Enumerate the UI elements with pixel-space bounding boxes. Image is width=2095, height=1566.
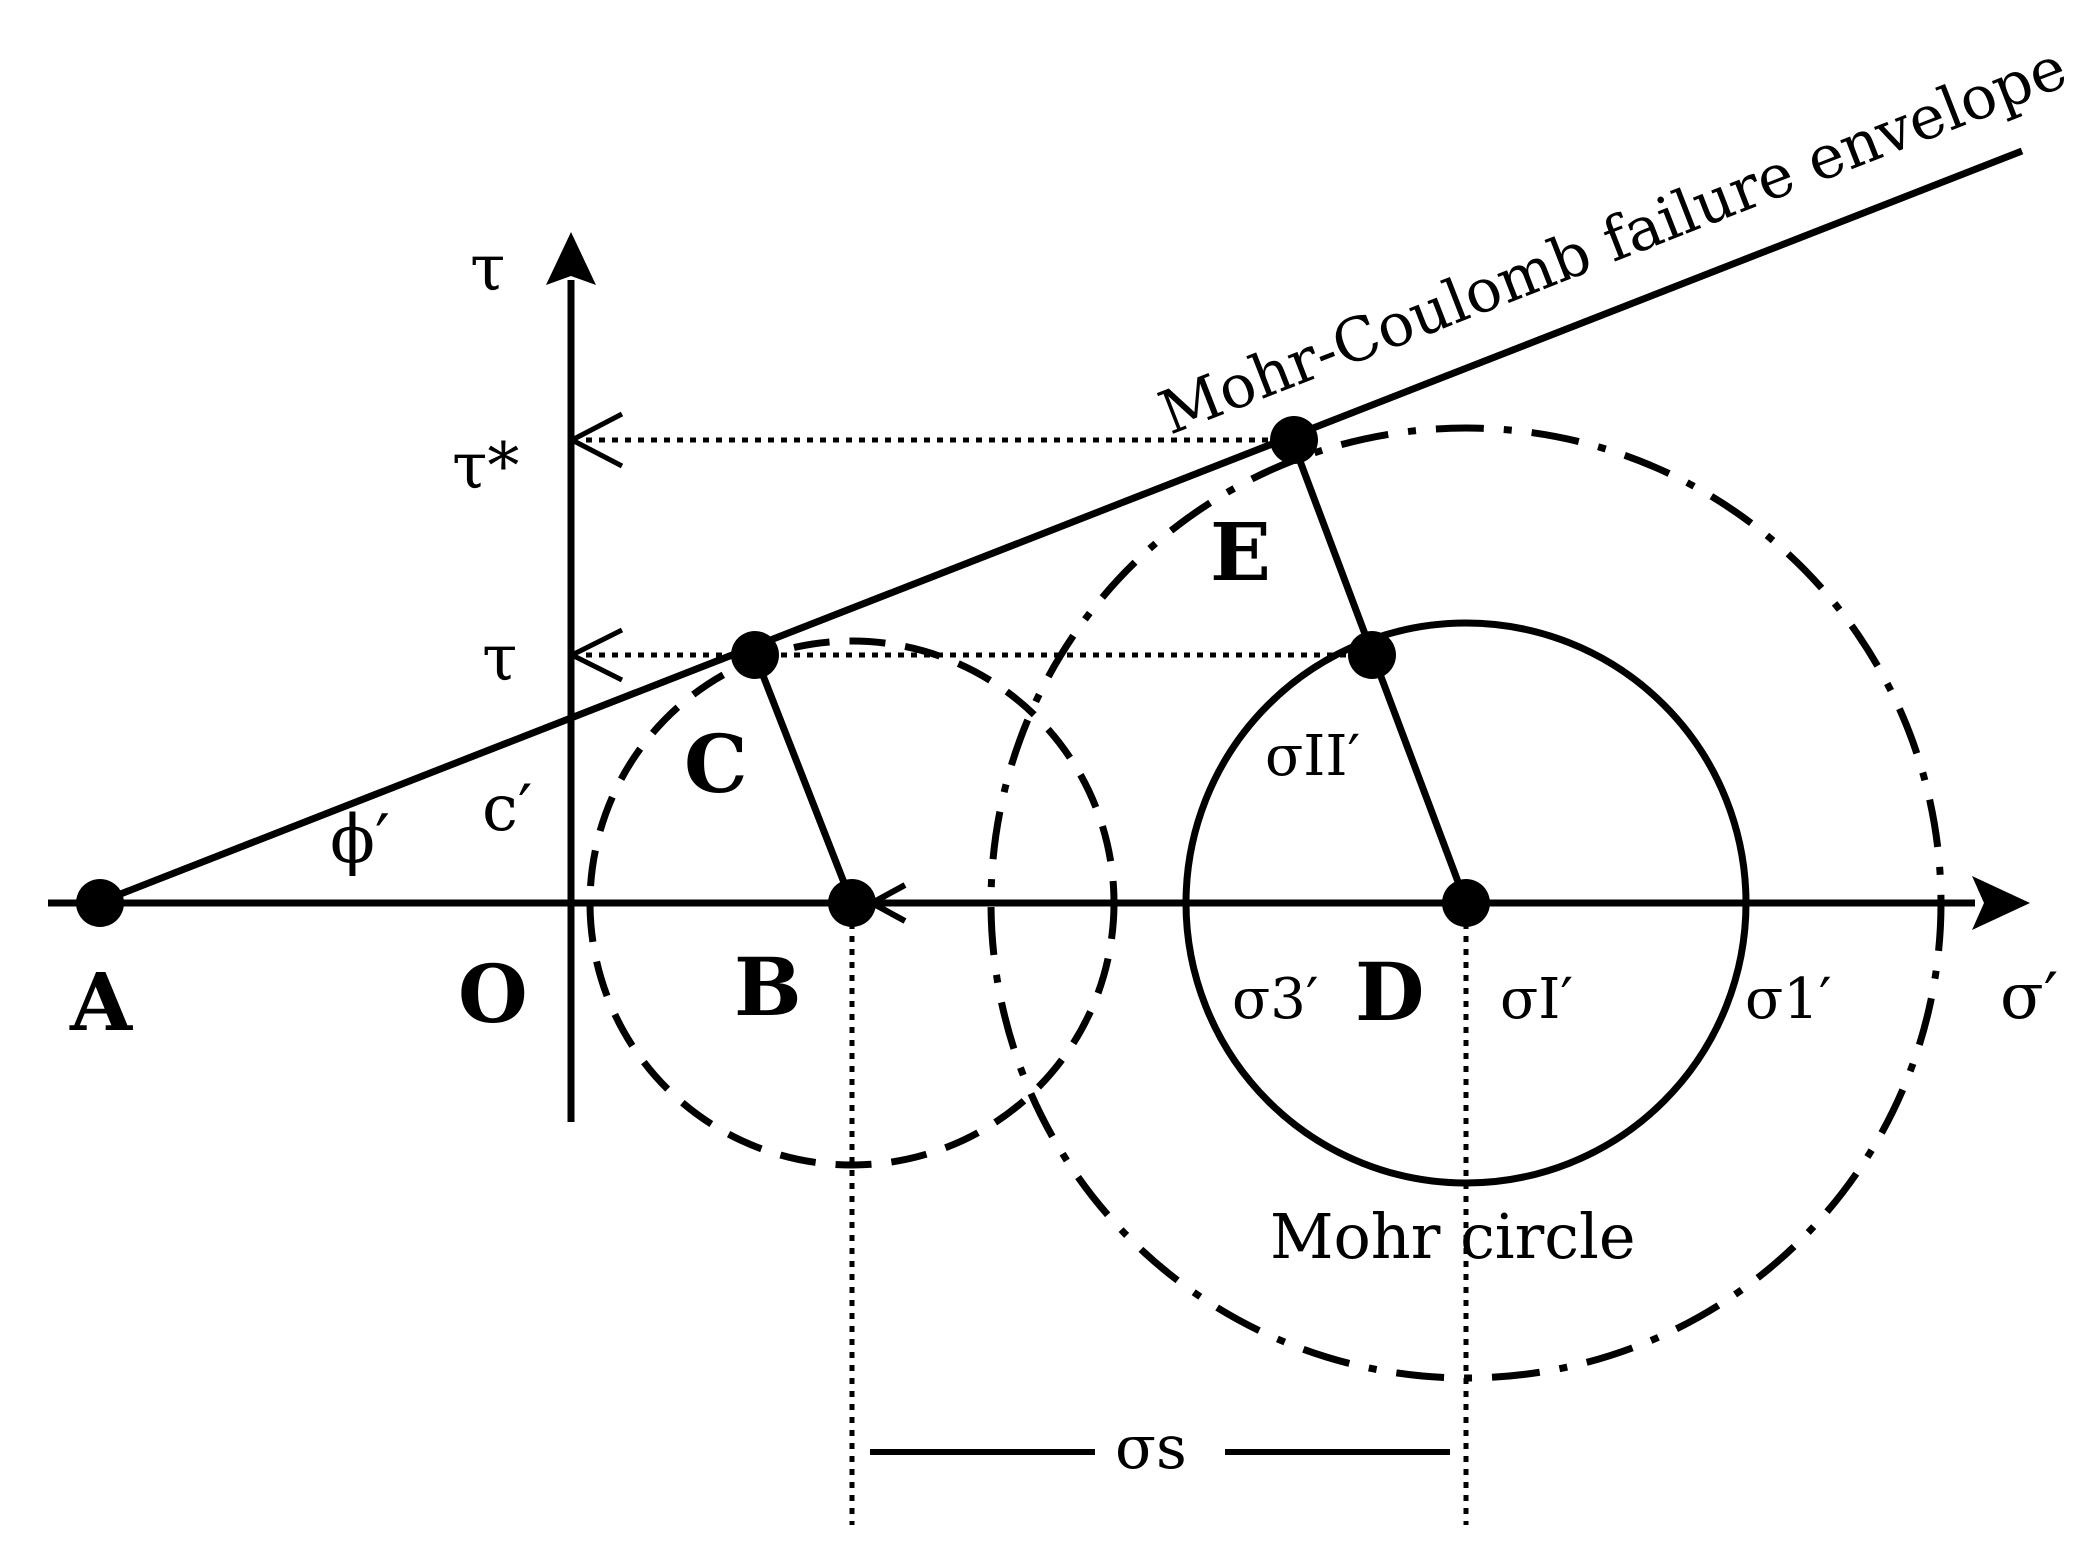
phi-prime-label: ϕ′	[330, 801, 390, 878]
c-prime-label: c′	[482, 772, 532, 846]
point-e-label: E	[1210, 505, 1271, 599]
envelope-label: Mohr-Coulomb failure envelope	[1150, 33, 2076, 449]
sigma-1-prime-label: σ1′	[1745, 967, 1832, 1032]
point-a-label: A	[69, 955, 133, 1049]
sigma-s-label: σs	[1115, 1413, 1187, 1483]
mohr-coulomb-envelope-line	[98, 147, 2024, 906]
point-e-marker	[1270, 416, 1318, 464]
sigma-prime-axis-label: σ′	[2000, 960, 2058, 1034]
origin-o-label: O	[458, 947, 528, 1041]
tau-arrowhead	[570, 627, 624, 683]
mohr-circle-label: Mohr circle	[1270, 1200, 1636, 1273]
radius-b-to-c	[751, 653, 856, 905]
point-sigma-ii-marker	[1348, 631, 1396, 679]
b-axis-arrowhead	[870, 882, 907, 924]
tau-star-arrowhead	[570, 411, 624, 469]
point-d-label: D	[1355, 945, 1424, 1039]
point-b-marker	[828, 879, 876, 927]
tau-axis-label: τ	[470, 232, 505, 306]
point-d-marker	[1442, 879, 1490, 927]
sigma-ii-prime-label: σII′	[1265, 724, 1360, 789]
point-b-label: B	[734, 940, 802, 1034]
point-c-marker	[731, 631, 779, 679]
tau-axis-arrowhead	[546, 232, 596, 285]
tau-level-label: τ	[482, 622, 517, 696]
dashed-mohr-circle	[586, 637, 1118, 1169]
sigma-3-prime-label: σ3′	[1232, 967, 1319, 1032]
point-c-label: C	[684, 717, 748, 811]
sigma-axis-arrowhead	[1972, 876, 2030, 930]
tau-star-label: τ*	[452, 430, 519, 504]
point-a-marker	[76, 879, 124, 927]
sigma-i-prime-label: σI′	[1500, 967, 1573, 1032]
